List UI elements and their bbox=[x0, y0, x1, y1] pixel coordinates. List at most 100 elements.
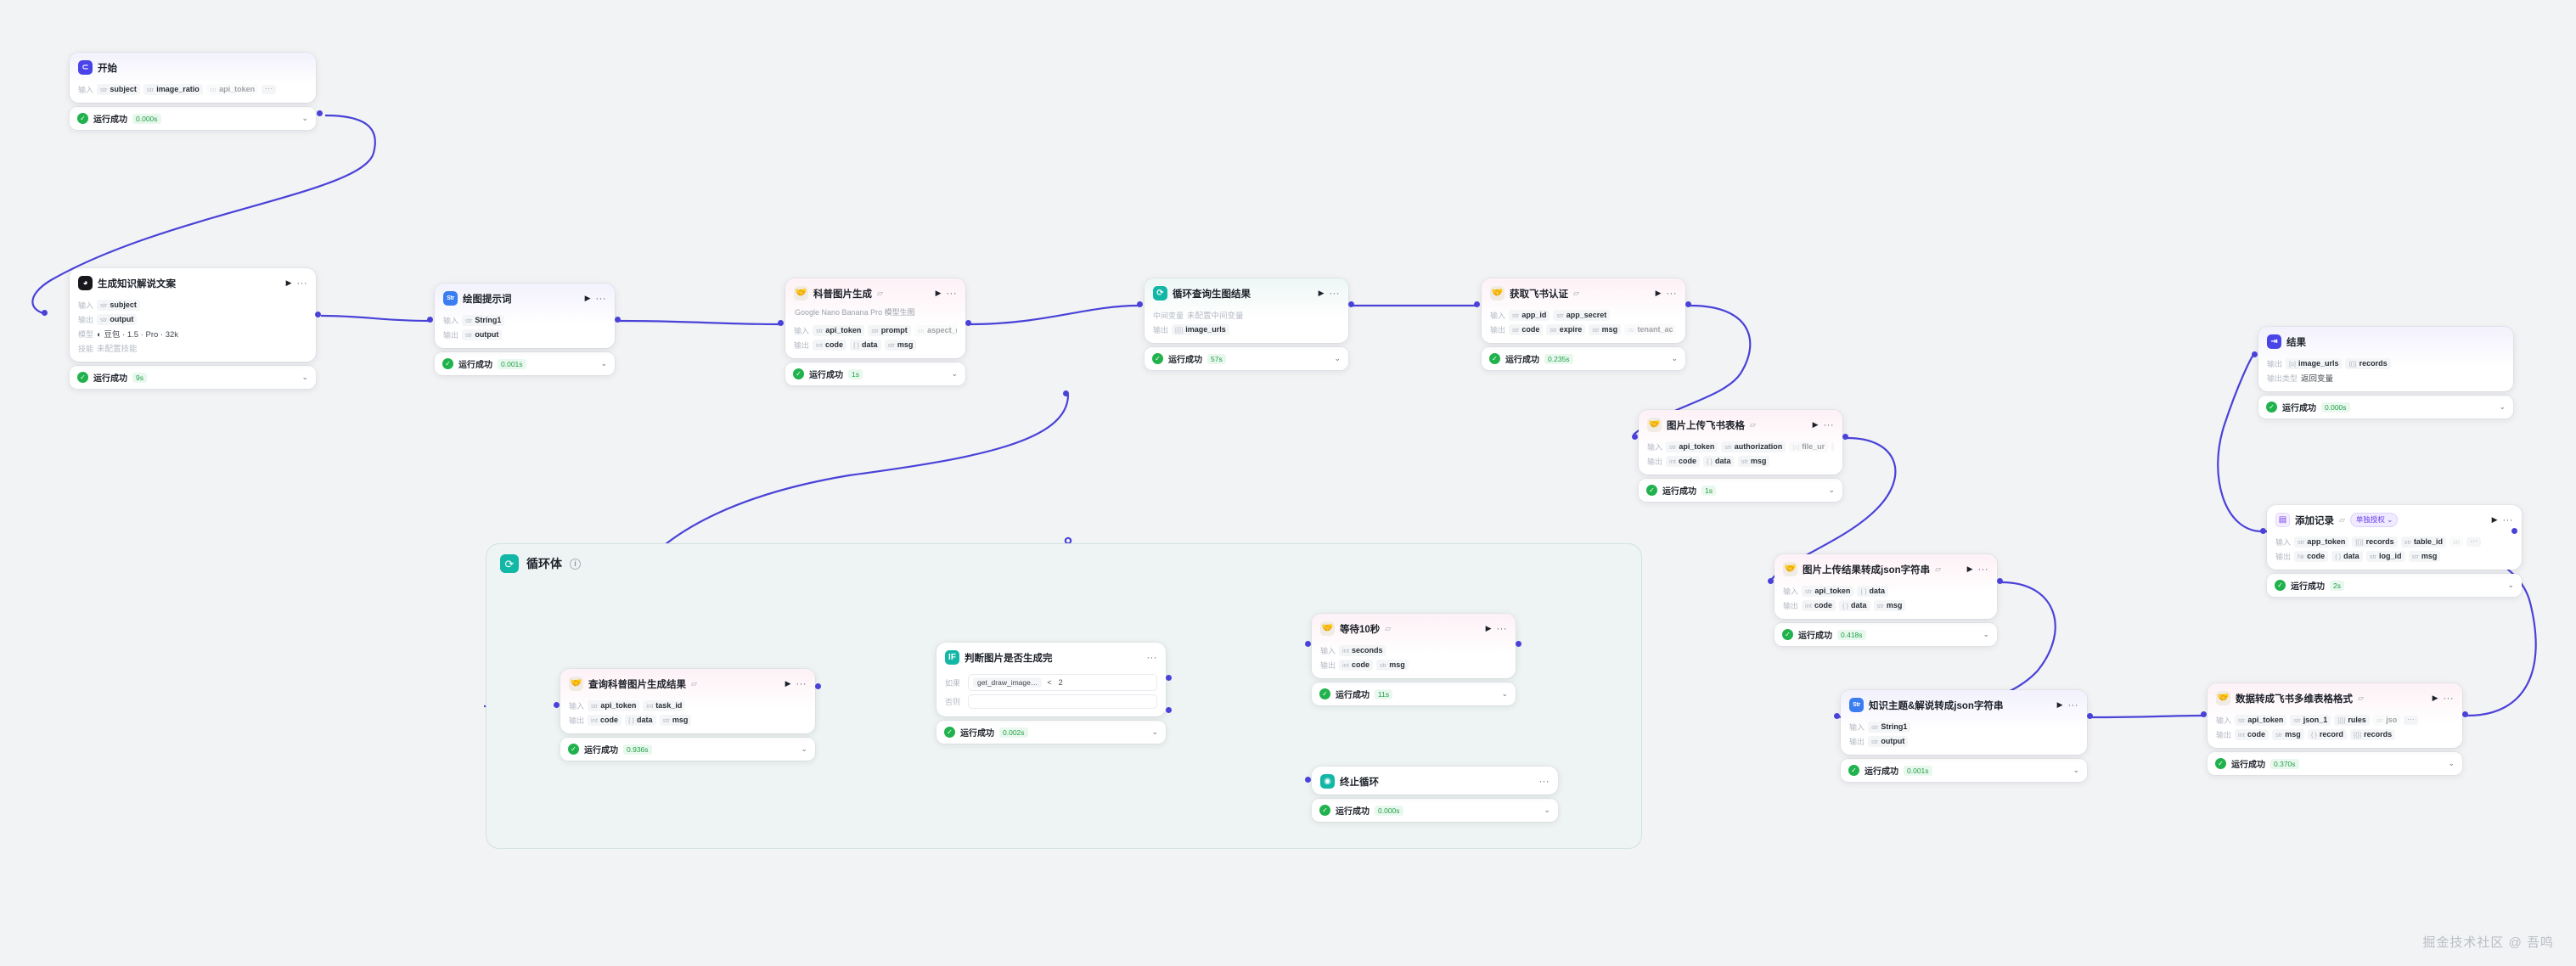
run-node-button[interactable]: ▶ bbox=[584, 294, 591, 302]
port-loopq-body[interactable] bbox=[1062, 390, 1069, 396]
chevron-down-icon[interactable]: ⌄ bbox=[1828, 486, 1835, 494]
node-more-button[interactable]: ··· bbox=[2443, 693, 2454, 704]
node-card-break-node[interactable]: ◉终止循环··· bbox=[1312, 767, 1558, 795]
port-loopq-in[interactable] bbox=[1136, 300, 1143, 307]
field-chip[interactable]: [{}]records bbox=[2345, 357, 2391, 369]
port-upload-in[interactable] bbox=[1631, 433, 1638, 440]
field-chip[interactable]: { }data bbox=[1702, 455, 1735, 467]
node-more-button[interactable]: ··· bbox=[1666, 288, 1677, 299]
node-more-button[interactable]: ··· bbox=[296, 278, 307, 289]
port-loopq-out[interactable] bbox=[1347, 300, 1354, 307]
chevron-down-icon[interactable]: ⌄ bbox=[600, 359, 607, 368]
port-prompt-in[interactable] bbox=[426, 316, 433, 323]
port-wait-in[interactable] bbox=[1304, 640, 1311, 647]
chevron-down-icon[interactable]: ⌄ bbox=[301, 114, 308, 122]
port-gen-in[interactable] bbox=[41, 309, 48, 316]
condition-operator[interactable]: < bbox=[1047, 678, 1052, 687]
port-prompt-out[interactable] bbox=[614, 316, 621, 323]
run-node-button[interactable]: ▶ bbox=[285, 278, 292, 287]
port-break-in[interactable] bbox=[1304, 776, 1311, 783]
node-more-button[interactable]: ··· bbox=[1496, 623, 1507, 634]
port-start-out[interactable] bbox=[316, 110, 323, 116]
chevron-down-icon[interactable]: ⌄ bbox=[1334, 354, 1341, 362]
node-more-button[interactable]: ··· bbox=[1823, 419, 1834, 430]
auth-badge[interactable]: 单独授权 ⌄ bbox=[2349, 513, 2399, 527]
field-chip[interactable]: [{}]image_urls bbox=[1172, 323, 1229, 335]
chevron-down-icon[interactable]: ⌄ bbox=[1544, 806, 1550, 814]
overflow-ellipsis-icon[interactable]: ··· bbox=[2466, 536, 2482, 547]
field-chip[interactable]: { }data bbox=[849, 339, 881, 351]
run-node-button[interactable]: ▶ bbox=[785, 679, 791, 688]
chevron-down-icon[interactable]: ⌄ bbox=[951, 369, 958, 378]
node-more-button[interactable]: ··· bbox=[1538, 776, 1550, 787]
condition-variable[interactable]: get_draw_image… bbox=[973, 677, 1043, 688]
port-json-in[interactable] bbox=[1767, 577, 1774, 584]
run-node-button[interactable]: ▶ bbox=[1966, 564, 1973, 573]
run-node-button[interactable]: ▶ bbox=[1318, 289, 1325, 297]
chevron-down-icon[interactable]: ⌄ bbox=[1671, 354, 1678, 362]
field-chip[interactable]: [{}]records bbox=[2352, 536, 2398, 548]
port-upload-out[interactable] bbox=[1842, 433, 1848, 440]
overflow-ellipsis-icon[interactable]: ··· bbox=[1831, 441, 1834, 452]
field-chip[interactable]: str bbox=[2449, 536, 2464, 547]
chevron-down-icon[interactable]: ⌄ bbox=[1151, 727, 1158, 736]
run-node-button[interactable]: ▶ bbox=[2056, 700, 2063, 709]
chevron-down-icon[interactable]: ⌄ bbox=[1983, 630, 1989, 638]
field-chip[interactable]: [s]image_urls bbox=[2286, 357, 2343, 369]
chevron-down-icon[interactable]: ⌄ bbox=[2507, 581, 2514, 589]
run-node-button[interactable]: ▶ bbox=[2432, 694, 2438, 702]
node-more-button[interactable]: ··· bbox=[2502, 514, 2513, 525]
node-card-image-gen[interactable]: 🤝科普图片生成▱▶···Google Nano Banana Pro 模型生图输… bbox=[785, 278, 965, 358]
chevron-down-icon[interactable]: ⌄ bbox=[2448, 759, 2455, 767]
field-chip[interactable]: [s]file_ur bbox=[1789, 441, 1829, 452]
field-chip[interactable]: { }data bbox=[624, 714, 656, 726]
